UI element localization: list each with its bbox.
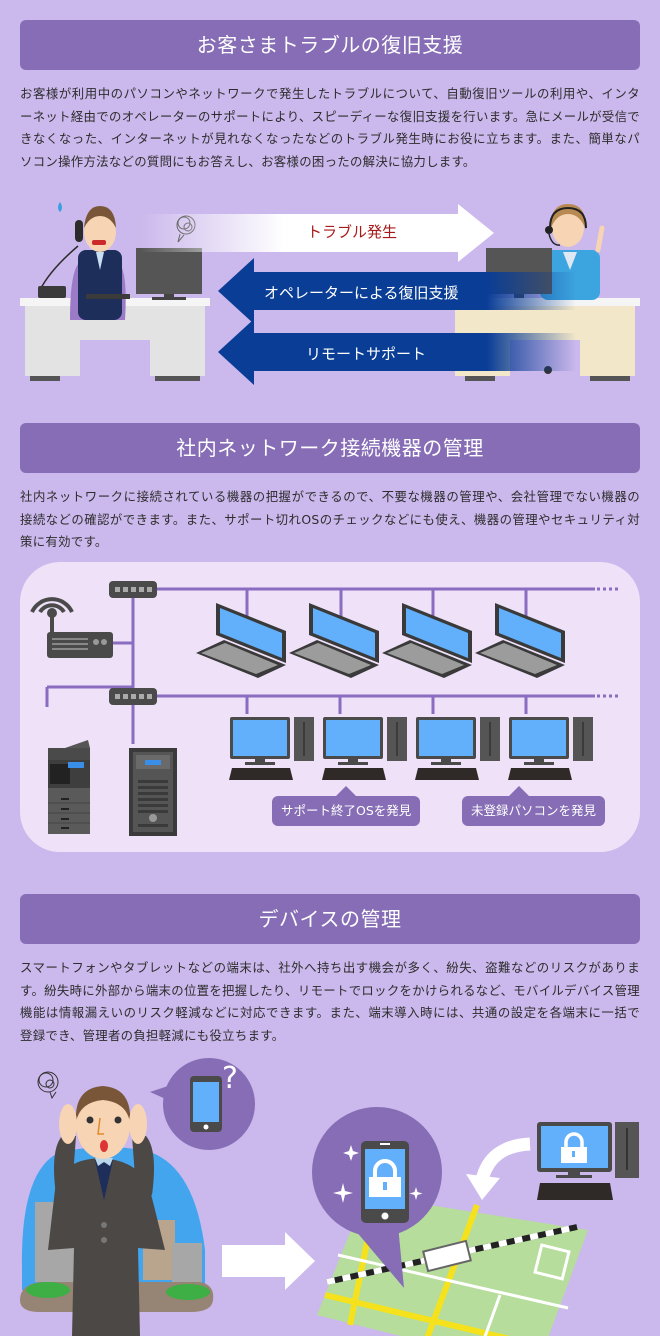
network-switch-icon: [109, 688, 157, 705]
lost-phone-speech-bubble: [150, 1058, 255, 1150]
laptop-icon: [382, 603, 472, 678]
arrow-label-operator-recovery: オペレーターによる復旧支援: [264, 284, 459, 302]
customer-monitor: [136, 248, 202, 300]
section-body-device-management: スマートフォンやタブレットなどの端末は、社外へ持ち出す機会が多く、紛失、盗難など…: [20, 960, 640, 1043]
trouble-support-illustration: トラブル発生 オペレーターによる復旧支援 リモートサポート: [0, 190, 660, 390]
tangled-thought-icon: [37, 1071, 59, 1100]
desktop-pc-icon: [322, 717, 407, 780]
arrow-trouble-occurs: [140, 204, 494, 262]
question-mark-icon: ?: [222, 1061, 238, 1096]
customer-person: [38, 202, 130, 320]
section-title-network-devices: 社内ネットワーク接続機器の管理: [20, 423, 640, 473]
section-body-network-devices: 社内ネットワークに接続されている機器の把握ができるので、不要な機器の管理や、会社…: [20, 489, 640, 549]
admin-desktop-lock-icon: [537, 1122, 639, 1200]
multifunction-printer-icon: [48, 740, 90, 834]
network-diagram-panel: サポート終了OSを発見 未登録パソコンを発見: [20, 562, 640, 852]
network-diagram: [30, 581, 620, 836]
desktop-pc-icon: [229, 717, 314, 780]
laptop-icon: [289, 603, 379, 678]
right-arrow-icon: [222, 1232, 315, 1290]
network-continuation-dots: [597, 587, 620, 698]
device-management-illustration: ?: [0, 1050, 660, 1336]
tag-unregistered-pc-found: 未登録パソコンを発見: [462, 796, 606, 826]
arrow-remote-support: [218, 319, 576, 385]
section-body-trouble-support: お客様が利用中のパソコンやネットワークで発生したトラブルについて、自動復旧ツール…: [20, 86, 640, 169]
trouble-support-scene: [20, 202, 640, 385]
section-title-device-management: デバイスの管理: [20, 894, 640, 944]
worried-man: [48, 1086, 165, 1336]
tag-unsupported-os-found: サポート終了OSを発見: [272, 796, 421, 826]
network-lines: [45, 587, 595, 744]
locked-phone-location-pin: [312, 1107, 442, 1288]
laptop-icon: [196, 603, 286, 678]
curved-arrow-icon: [466, 1137, 531, 1200]
network-switch-icon: [109, 581, 157, 598]
desktop-pc-icon: [508, 717, 593, 780]
arrow-label-trouble: トラブル発生: [307, 223, 398, 241]
section-title-trouble-support: お客さまトラブルの復旧支援: [20, 20, 640, 70]
wireless-router-icon: [30, 597, 113, 658]
device-management-scene: ?: [20, 1058, 639, 1336]
customer-desk: [20, 298, 210, 381]
arrow-operator-recovery: [218, 258, 576, 324]
server-tower-icon: [129, 748, 177, 836]
desktop-pc-icon: [415, 717, 500, 780]
arrow-label-remote-support: リモートサポート: [306, 345, 427, 363]
laptop-icon: [475, 603, 565, 678]
